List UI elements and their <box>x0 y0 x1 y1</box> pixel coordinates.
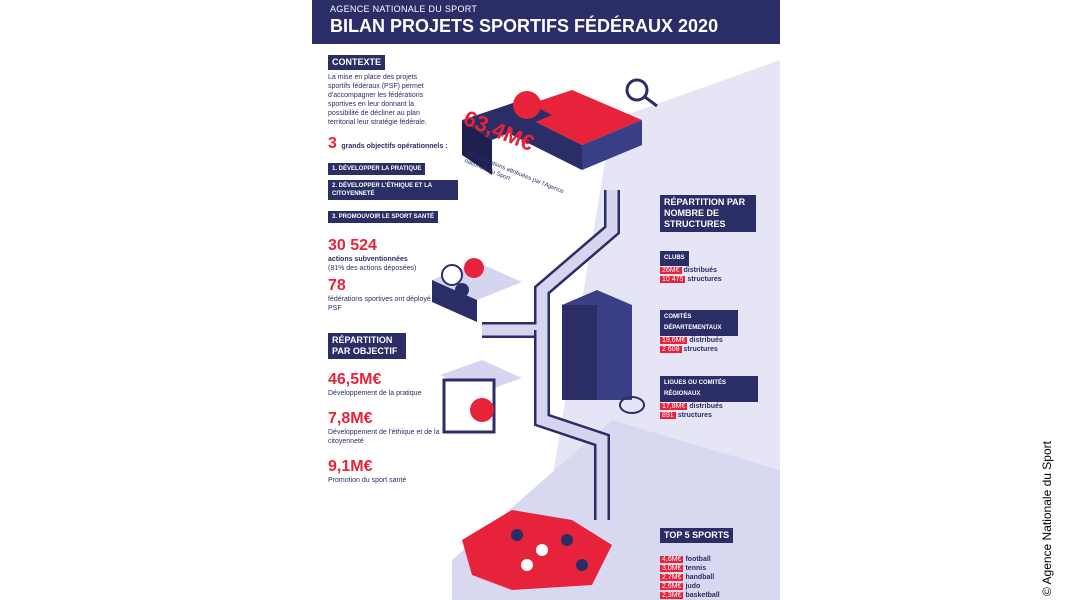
split-value-1: 46,5M€ <box>328 371 382 388</box>
top-sports-label: TOP 5 SPORTS <box>660 528 734 543</box>
structure-count-label-1: structures <box>687 276 722 283</box>
structure-amount-label-3: distribués <box>689 403 723 410</box>
actions-note: (81% des actions déposées) <box>328 265 417 272</box>
top-sport-1: 4,6M€football <box>660 555 770 564</box>
football-icon <box>441 264 463 286</box>
structure-amount-label-1: distribués <box>683 267 717 274</box>
basketball-icon <box>464 258 484 278</box>
top-sport-name-2: tennis <box>685 565 707 572</box>
left-column: CONTEXTE La mise en place des projets sp… <box>328 52 458 485</box>
context-intro: La mise en place des projets sportifs fé… <box>328 74 427 126</box>
poster-header: AGENCE NATIONALE DU SPORT BILAN PROJETS … <box>312 0 780 44</box>
tennis-racket-icon <box>619 396 645 414</box>
structure-amount-1: 26M€ <box>660 267 682 274</box>
top-sport-name-1: football <box>685 556 711 563</box>
top-sport-name-4: judo <box>685 583 701 590</box>
top-sport-amount-1: 4,6M€ <box>660 556 684 563</box>
split-label-1: Développement de la pratique <box>328 390 422 397</box>
top-sport-name-3: handball <box>685 574 715 581</box>
structure-count-label-2: structures <box>683 346 718 353</box>
actions-value: 30 524 <box>328 237 377 254</box>
structures-section: RÉPARTITION PAR NOMBRE DE STRUCTURES CLU… <box>660 195 770 420</box>
objective-2: 2. DÉVELOPPER L'ÉTHIQUE ET LA CITOYENNET… <box>328 180 458 200</box>
top-sport-2: 3,0M€tennis <box>660 564 770 573</box>
objectives-count: 3 <box>328 135 337 152</box>
top-sport-amount-3: 2,7M€ <box>660 574 684 581</box>
piggy-bank-icon <box>513 91 541 119</box>
structure-departmental: COMITÉS DÉPARTEMENTAUX 19,6M€distribués … <box>660 310 770 354</box>
poster-title: BILAN PROJETS SPORTIFS FÉDÉRAUX 2020 <box>330 16 719 36</box>
split-value-3: 9,1M€ <box>328 458 373 475</box>
federations-label: fédérations sportives ont déployé leur P… <box>328 296 445 312</box>
top-sport-amount-4: 2,6M€ <box>660 583 684 590</box>
top-sports-section: TOP 5 SPORTS 4,6M€football 3,0M€tennis 2… <box>660 525 770 600</box>
top-sport-name-5: basketball <box>685 592 720 599</box>
split-label-3: Promotion du sport santé <box>328 477 407 484</box>
magnifier-icon <box>625 78 649 102</box>
objectives-label: grands objectifs opérationnels : <box>341 143 448 150</box>
top-sport-3: 2,7M€handball <box>660 573 770 582</box>
structure-name-2: COMITÉS DÉPARTEMENTAUX <box>660 310 738 336</box>
structure-count-2: 2 608 <box>660 346 682 353</box>
federations-value: 78 <box>328 277 346 294</box>
structure-name-3: LIGUES OU COMITÉS RÉGIONAUX <box>660 376 758 402</box>
copyright-credit: © Agence Nationale du Sport <box>1040 441 1054 596</box>
structure-amount-2: 19,6M€ <box>660 337 688 344</box>
actions-label: actions subventionnées <box>328 256 408 263</box>
top-sport-amount-2: 3,0M€ <box>660 565 684 572</box>
objective-3: 3. PROMOUVOIR LE SPORT SANTÉ <box>328 211 439 223</box>
structure-count-label-3: structures <box>677 412 712 419</box>
heart-icon <box>470 398 494 422</box>
structure-count-3: 891 <box>660 412 676 419</box>
split-value-2: 7,8M€ <box>328 410 373 427</box>
context-label: CONTEXTE <box>328 55 386 70</box>
structure-regional: LIGUES OU COMITÉS RÉGIONAUX 17,8M€distri… <box>660 376 770 420</box>
structure-count-1: 10 475 <box>660 276 686 283</box>
structures-label: RÉPARTITION PAR NOMBRE DE STRUCTURES <box>660 195 756 232</box>
top-sport-5: 2,3M€basketball <box>660 591 770 600</box>
objective-split-label: RÉPARTITION PAR OBJECTIF <box>328 333 406 359</box>
split-label-2: Développement de l'éthique et de la cito… <box>328 429 440 445</box>
objective-1: 1. DÉVELOPPER LA PRATIQUE <box>328 163 426 175</box>
top-sport-4: 2,6M€judo <box>660 582 770 591</box>
volleyball-icon <box>455 283 469 297</box>
structure-amount-label-2: distribués <box>689 337 723 344</box>
building-icon <box>562 305 597 400</box>
structure-name-1: CLUBS <box>660 251 689 266</box>
agency-name: AGENCE NATIONALE DU SPORT <box>330 4 478 14</box>
objectives-heading: 3 grands objectifs opérationnels : <box>328 135 458 153</box>
infographic-poster: AGENCE NATIONALE DU SPORT BILAN PROJETS … <box>312 0 780 600</box>
structure-amount-3: 17,8M€ <box>660 403 688 410</box>
top-sport-amount-5: 2,3M€ <box>660 592 684 599</box>
